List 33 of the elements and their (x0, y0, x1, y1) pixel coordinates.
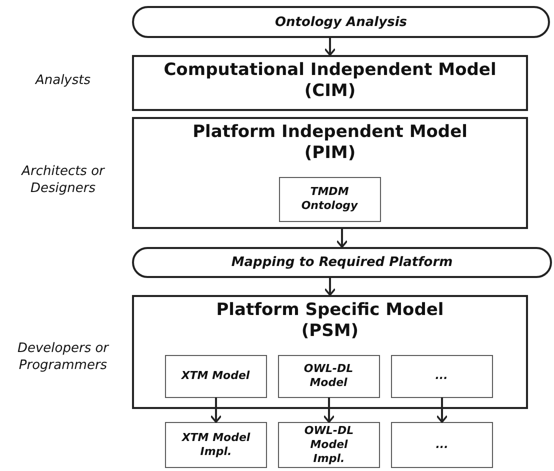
box-label: ... (435, 369, 448, 383)
artifact-box (390, 354, 492, 398)
box-label: OWL-DL Model Impl. (303, 424, 355, 466)
role-label: Developers or Programmers (16, 340, 110, 374)
arrow (210, 398, 222, 423)
arrow (324, 278, 336, 296)
box-label: ... (436, 438, 448, 452)
arrow (436, 398, 448, 423)
model-container-box (132, 117, 528, 229)
process-step-band (132, 247, 552, 278)
box-label: Ontology Analysis (274, 14, 408, 30)
box-label: TMDM Ontology (300, 185, 359, 213)
box-label: OWL-DL Model (302, 362, 354, 390)
box-label: XTM Model Impl. (180, 431, 252, 459)
model-box (132, 55, 528, 111)
artifact-box (164, 354, 266, 398)
arrow (324, 38, 336, 56)
box-title: Platform Specific Model (PSM) (215, 300, 445, 342)
arrow (336, 229, 348, 248)
box-label: XTM Model (181, 369, 250, 383)
process-step-band (132, 6, 550, 38)
box-title: Computational Independent Model (CIM) (162, 60, 498, 102)
artifact-box (278, 422, 380, 468)
role-label: Analysts (34, 72, 92, 89)
box-title: Platform Independent Model (PIM) (192, 122, 468, 164)
artifact-box (278, 176, 380, 222)
role-label: Architects or Designers (20, 163, 106, 197)
artifact-box (391, 422, 493, 468)
box-label: Mapping to Required Platform (231, 255, 453, 270)
model-container-box (132, 295, 528, 409)
arrow (323, 398, 335, 423)
artifact-box (165, 422, 267, 468)
artifact-box (278, 354, 380, 398)
